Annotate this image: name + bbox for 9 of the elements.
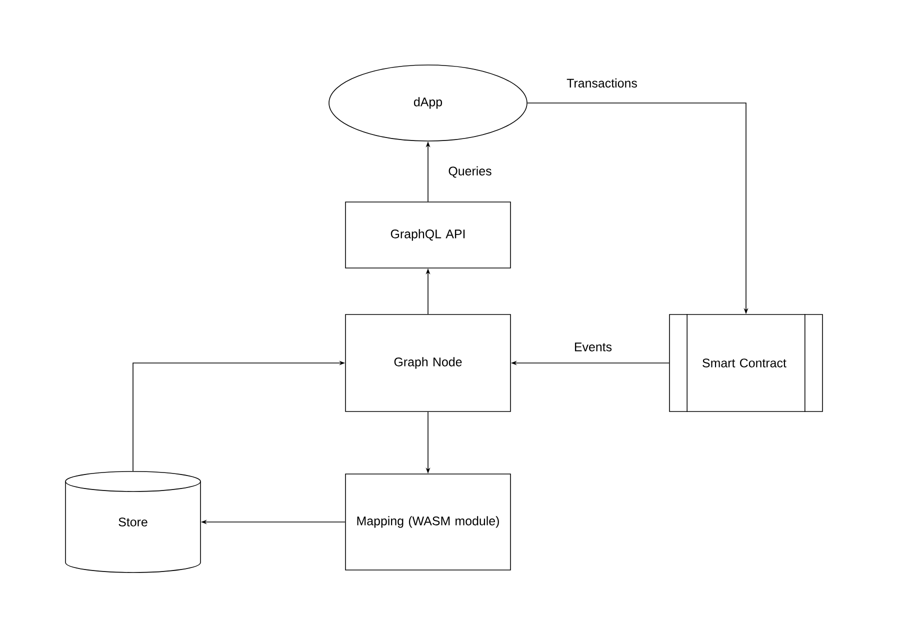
process-box: Graph Node [345,314,511,412]
edge-label: Queries [448,166,492,178]
process-box: GraphQL API [345,202,511,268]
node-label: Store [118,518,148,526]
contract-box: Smart Contract [669,314,823,412]
edge-label: Events [574,342,612,352]
process-box: Mapping (WASM module) [345,474,511,570]
edge-label: Transactions [566,78,637,88]
store-cylinder: Store [65,471,201,573]
